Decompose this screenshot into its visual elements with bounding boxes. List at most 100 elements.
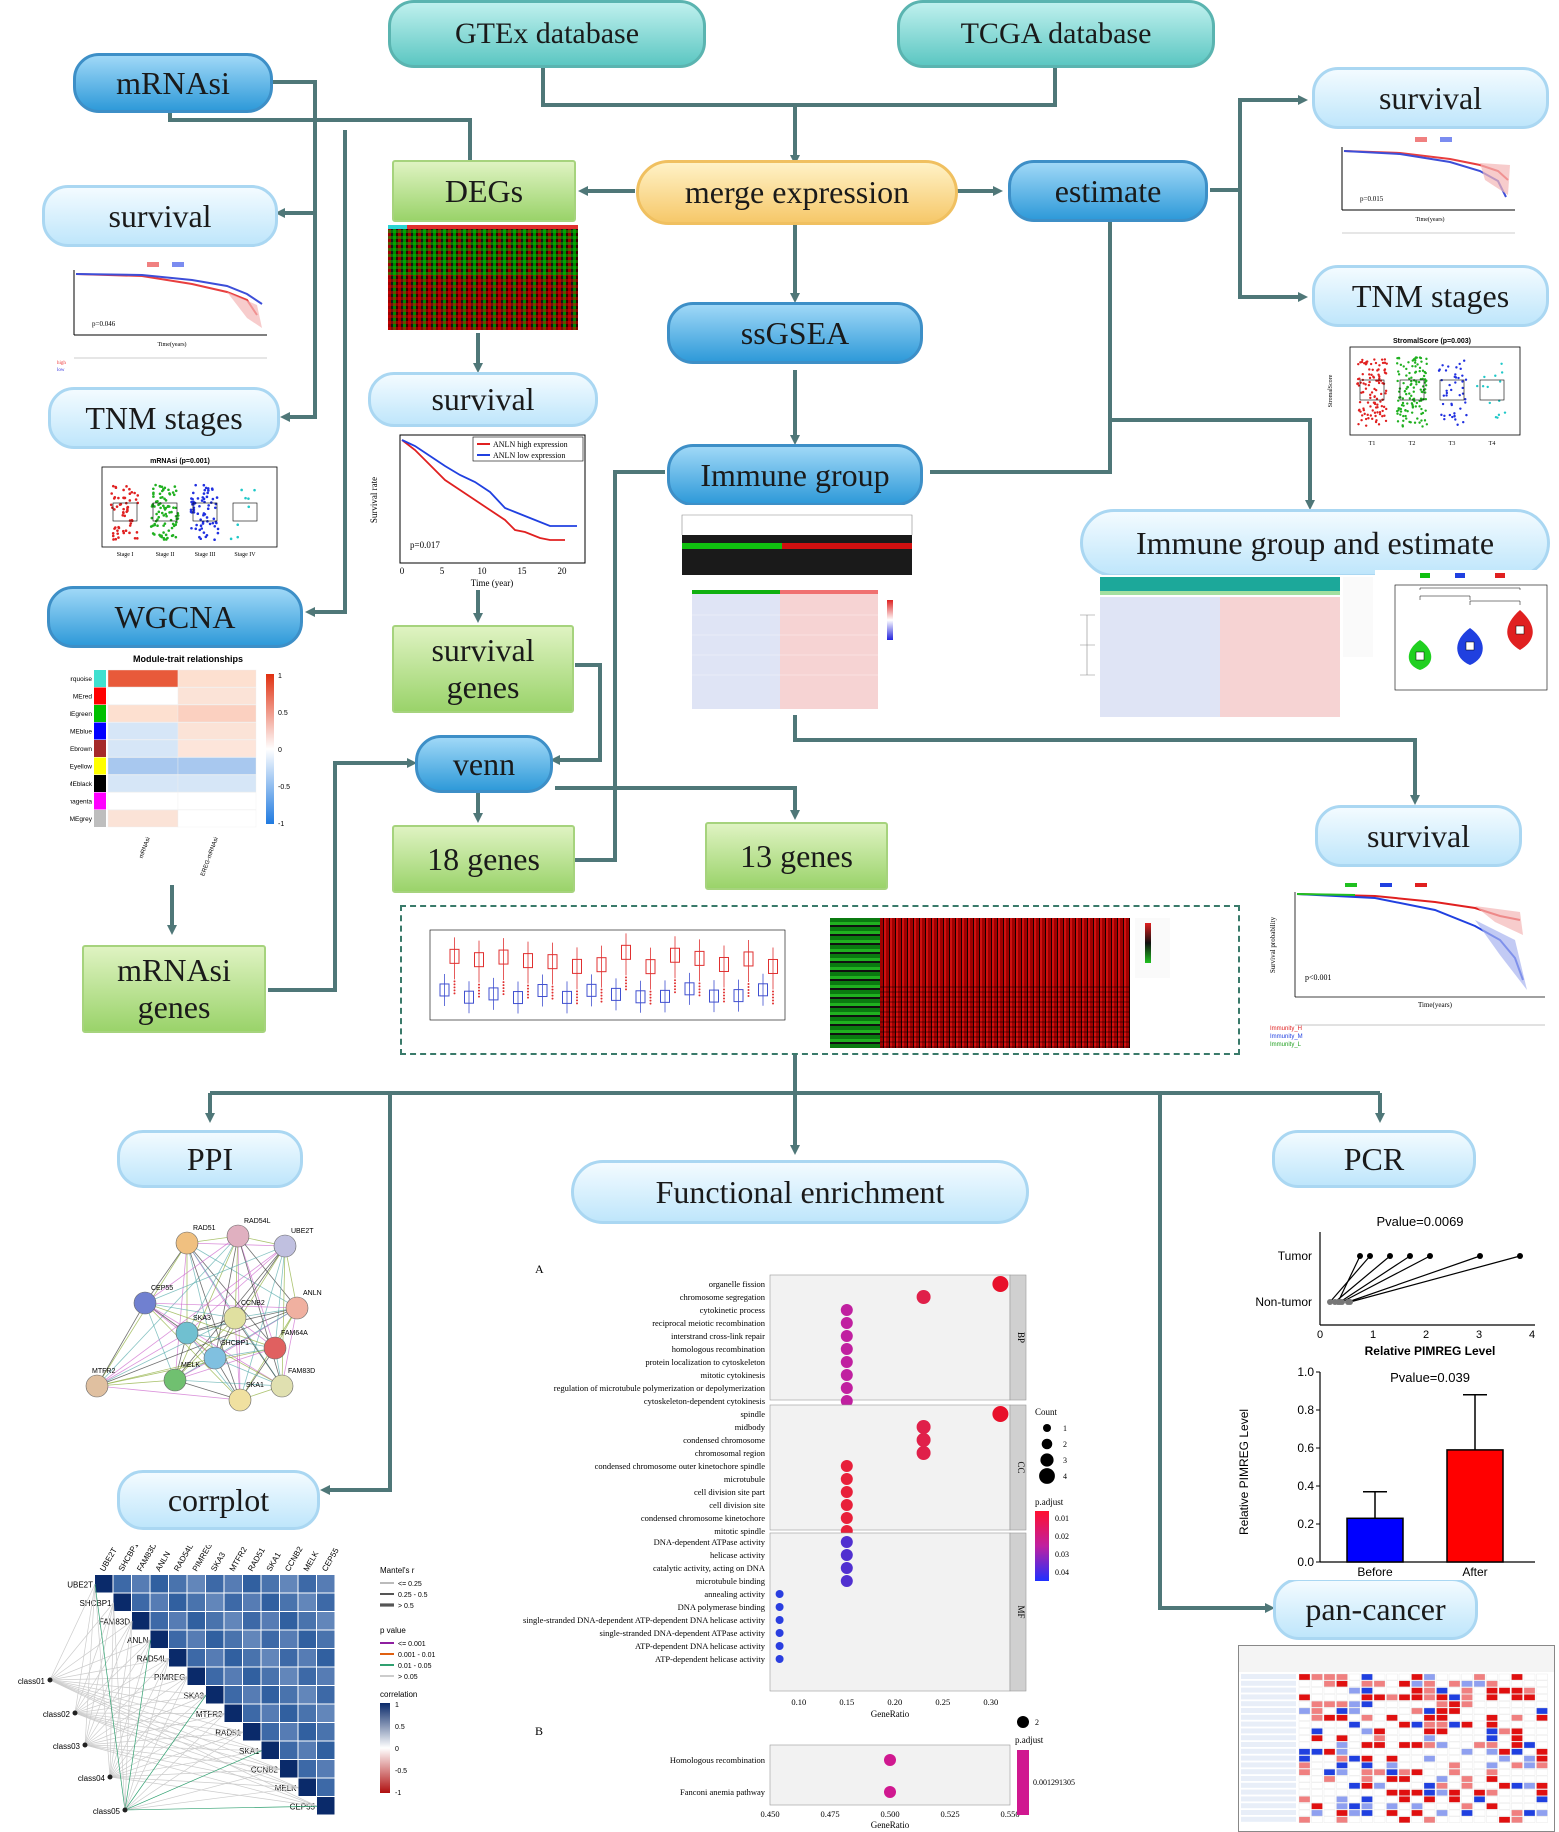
enrich-dot — [840, 1575, 853, 1587]
corr-link — [109, 1658, 170, 1778]
wgcna-module-label: MEturquoise — [70, 676, 92, 683]
wgcna-module-label: MEmagenta — [70, 799, 92, 806]
pancan-cell — [1486, 1762, 1498, 1769]
corr-cell — [298, 1630, 316, 1648]
pancan-cell — [1398, 1803, 1411, 1810]
corr-row-label: UBE2T — [67, 1580, 93, 1589]
wgcna-cell — [177, 704, 257, 723]
expr-outlier — [674, 991, 676, 994]
expr-outlier — [478, 983, 480, 986]
pancan-cell — [1511, 1673, 1523, 1681]
pancan-cell — [1411, 1748, 1423, 1755]
mrnasi-point — [202, 513, 205, 517]
ppi-edge — [174, 1242, 188, 1381]
mrnasi-point — [121, 513, 125, 517]
pancan-cell — [1448, 1755, 1461, 1762]
stromal-point — [1420, 412, 1423, 416]
wgcna-cell — [177, 687, 257, 705]
mrnasi-point — [121, 510, 125, 514]
pancan-cell — [1411, 1714, 1423, 1721]
mrnasi-point — [114, 485, 118, 489]
enrich-term: cytokinetic process — [700, 1305, 765, 1315]
pcr-ytick: 0.8 — [1297, 1403, 1314, 1417]
corr-cell — [187, 1649, 205, 1667]
mrnasi-point — [202, 483, 206, 487]
stromal-point — [1364, 383, 1367, 386]
stromal-point — [1358, 400, 1362, 404]
enrich-dot — [840, 1369, 853, 1381]
wgcna-cell — [107, 809, 179, 828]
pancan-cell — [1348, 1721, 1361, 1728]
pancan-cell — [1398, 1782, 1411, 1789]
corr-link — [74, 1694, 207, 1714]
pancan-cell — [1423, 1728, 1436, 1735]
mrnasi-point — [152, 491, 155, 495]
corr-class-label: class02 — [43, 1710, 71, 1719]
corr-row-label: RAD51 — [215, 1728, 241, 1737]
pancan-cell — [1436, 1748, 1448, 1755]
expr-outlier — [698, 985, 701, 988]
hub-gene-heatmap — [830, 918, 1170, 1048]
wgcna-cell — [107, 739, 179, 758]
pancan-cell — [1386, 1741, 1398, 1749]
stromal-point — [1483, 375, 1486, 379]
wgcna-module-color — [94, 687, 106, 705]
pancan-cell — [1323, 1782, 1336, 1789]
enrich-term: cell division site part — [694, 1487, 766, 1497]
pancan-cell — [1336, 1680, 1348, 1687]
pancan-cell — [1411, 1796, 1423, 1803]
pancan-cell — [1386, 1721, 1398, 1728]
wgcna-module-color — [94, 792, 106, 810]
stromal-point — [1414, 405, 1418, 408]
pancan-cell — [1348, 1809, 1361, 1817]
enrich-term: single-stranded DNA-dependent ATPase act… — [600, 1628, 766, 1638]
mrnasi-point — [126, 505, 130, 509]
expr-outlier — [478, 995, 480, 998]
pancan-row-label — [1241, 1728, 1296, 1734]
pancan-cell — [1486, 1694, 1498, 1701]
stromal-point — [1371, 417, 1374, 421]
mrnasi-point — [157, 515, 161, 519]
corr-cell — [298, 1649, 316, 1667]
mrnasi-point — [215, 496, 219, 499]
km-left-xlabel: Time(years) — [157, 341, 186, 348]
expr-outlier — [698, 988, 701, 991]
wgcna-scale-1: 1 — [278, 673, 282, 680]
pancan-cell — [1486, 1721, 1498, 1728]
pancan-cell — [1336, 1694, 1348, 1701]
ppi-edge — [214, 1357, 283, 1387]
enrich-dot — [840, 1330, 853, 1342]
mrnasi-point — [212, 517, 216, 521]
pancan-cell — [1298, 1728, 1311, 1735]
pcr-bar-after — [1446, 1449, 1504, 1563]
stromal-point — [1454, 381, 1457, 384]
mrnasi-point — [165, 514, 168, 518]
pancan-cell — [1411, 1707, 1423, 1715]
pancan-cell — [1348, 1741, 1361, 1749]
pancan-cell — [1411, 1782, 1423, 1789]
corr-cell — [224, 1649, 242, 1667]
corr-cell — [243, 1612, 261, 1630]
corr-cell — [298, 1686, 316, 1704]
stromal-point — [1368, 380, 1371, 384]
stromal-point — [1380, 392, 1383, 396]
stromal-point — [1448, 413, 1452, 417]
stromal-point — [1422, 374, 1426, 378]
stromal-point — [1404, 409, 1407, 412]
enrich-dot — [840, 1499, 853, 1511]
pancan-cell — [1436, 1673, 1448, 1681]
pancan-cell — [1511, 1762, 1523, 1769]
pancan-cell — [1461, 1782, 1473, 1789]
wgcna-cell — [177, 757, 257, 775]
km-mid-xlabel: Time (year) — [471, 578, 513, 588]
pancan-cell — [1311, 1741, 1323, 1749]
pan-cancer-node: pan-cancer — [1273, 1578, 1478, 1640]
mrnasi-point — [153, 522, 156, 526]
ppi-edge — [186, 1332, 276, 1349]
pancan-cell — [1386, 1775, 1398, 1783]
enrich-term: DNA polymerase binding — [678, 1602, 766, 1612]
stromal-point — [1443, 414, 1446, 418]
stromal-point — [1383, 414, 1386, 417]
mrnasi-point — [216, 531, 220, 535]
pancan-cell — [1461, 1673, 1473, 1681]
